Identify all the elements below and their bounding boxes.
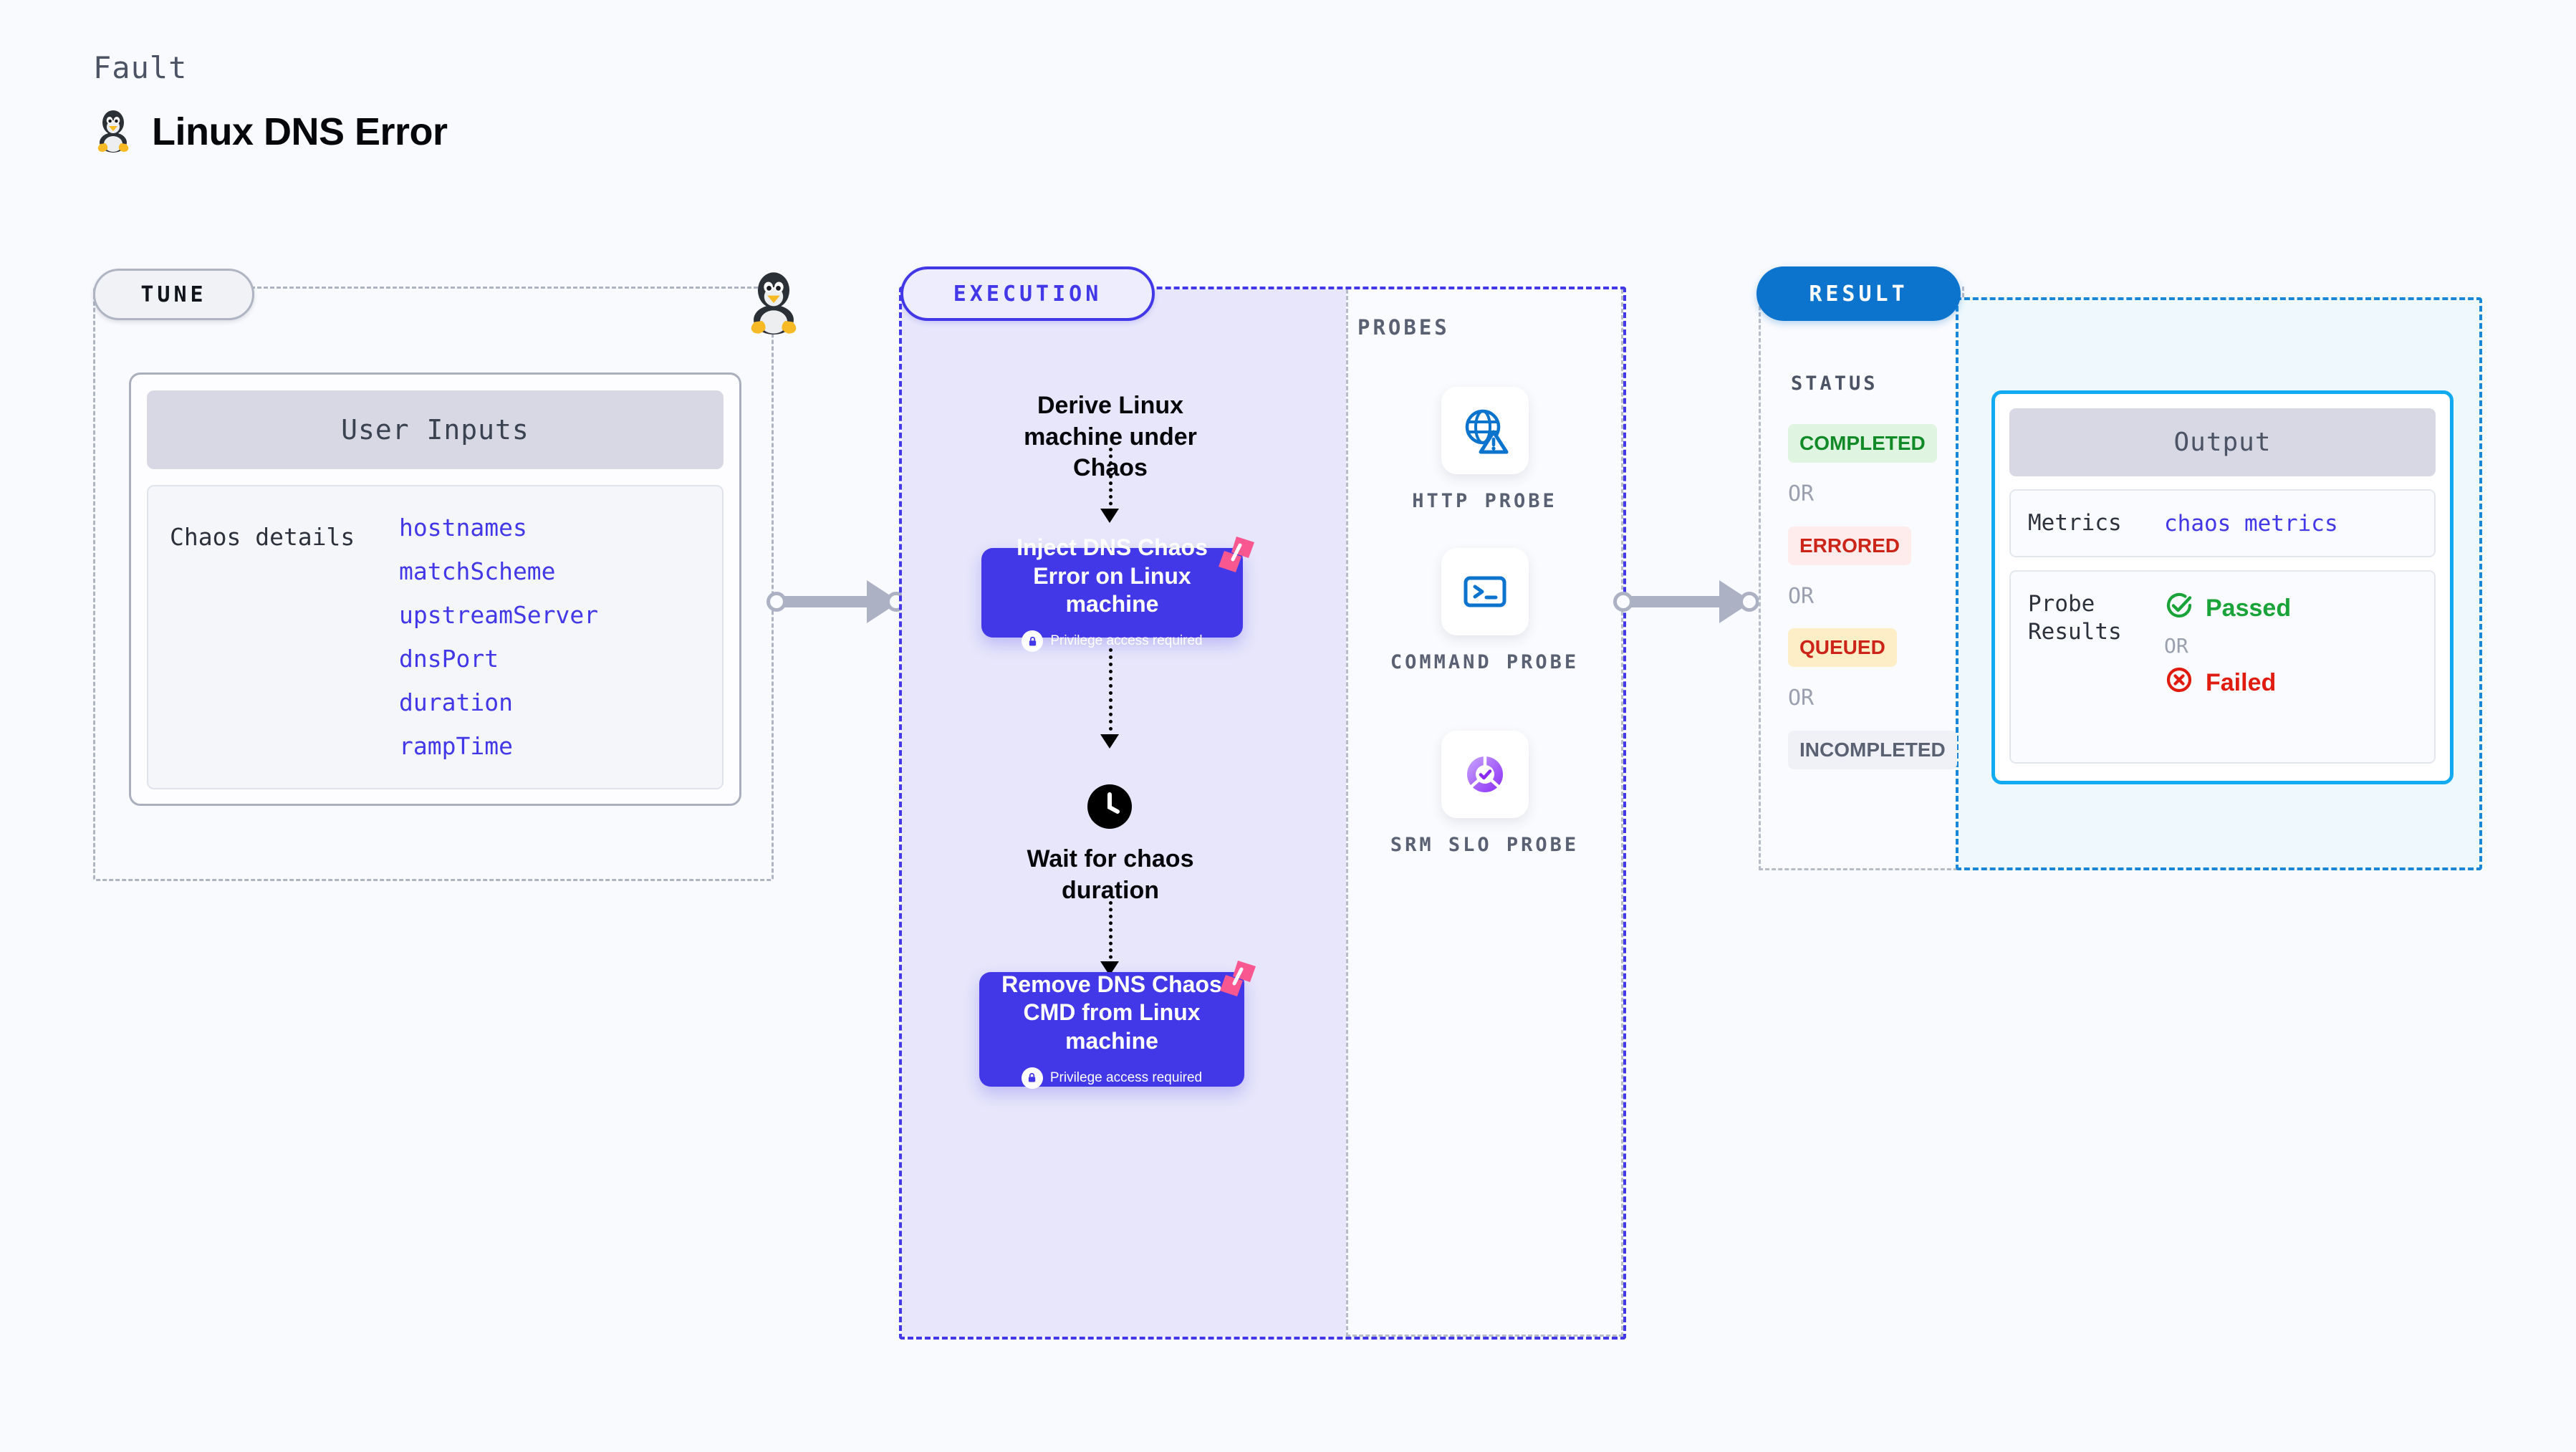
probe-result-passed-label: Passed [2206, 595, 2292, 622]
user-inputs-title: User Inputs [147, 390, 724, 469]
chaos-details-group: Chaos details hostnames matchScheme upst… [147, 485, 724, 789]
inject-dns-chaos-box[interactable]: Inject DNS Chaos Error on Linux machine … [981, 534, 1254, 653]
metrics-value[interactable]: chaos metrics [2164, 510, 2338, 537]
page-header: Fault Linux DNS Error [93, 50, 448, 158]
status-badge-completed: COMPLETED [1788, 424, 1937, 463]
chaos-parameter-list: hostnames matchScheme upstreamServer dns… [399, 514, 598, 761]
probe-http-label: HTTP PROBE [1412, 490, 1557, 512]
chaos-details-label: Chaos details [170, 523, 355, 551]
wait-duration-step: Wait for chaos duration [1027, 845, 1194, 904]
privilege-note-label: Privilege access required [1050, 633, 1203, 649]
privilege-note: Privilege access required [1022, 630, 1203, 653]
result-status-panel [1759, 287, 1964, 870]
chaos-parameter[interactable]: upstreamServer [399, 601, 599, 629]
status-section-title: STATUS [1791, 372, 1878, 395]
globe-warning-icon [1441, 387, 1529, 474]
slo-gauge-check-icon [1441, 731, 1529, 818]
fault-kicker: Fault [93, 50, 188, 85]
probe-result-passed: Passed [2164, 590, 2291, 627]
connector-inject-to-wait [1109, 648, 1112, 738]
chaos-parameter[interactable]: hostnames [399, 514, 527, 542]
wait-clock-icon [1087, 784, 1132, 832]
probe-result-failed: Failed [2164, 665, 2291, 701]
connector-wait-to-remove [1109, 901, 1112, 966]
output-card: Output Metrics chaos metrics Probe Resul… [1991, 390, 2454, 784]
chaos-parameter[interactable]: dnsPort [399, 645, 499, 673]
harness-badge-icon [1216, 956, 1260, 1001]
page-title-row: Linux DNS Error [93, 105, 448, 158]
lock-icon [1021, 1067, 1043, 1089]
probe-srm-slo-label: SRM SLO PROBE [1390, 834, 1580, 856]
inject-dns-chaos-label: Inject DNS Chaos Error on Linux machine [1017, 534, 1208, 617]
chaos-parameter[interactable]: matchScheme [399, 557, 556, 585]
status-badge-label: INCOMPLETED [1799, 739, 1946, 761]
execution-stage-pill[interactable]: EXECUTION [900, 266, 1155, 321]
privilege-note-label: Privilege access required [1049, 1069, 1203, 1085]
tune-stage-pill[interactable]: TUNE [93, 269, 254, 320]
tux-penguin-icon [738, 265, 809, 337]
probe-command[interactable]: COMMAND PROBE [1346, 548, 1623, 675]
page-title: Linux DNS Error [152, 110, 448, 153]
probe-result-failed-label: Failed [2206, 669, 2277, 696]
probe-http[interactable]: HTTP PROBE [1346, 387, 1623, 514]
status-badge-label: COMPLETED [1799, 432, 1926, 454]
remove-dns-chaos-label: Remove DNS Chaos CMD from Linux machine [1001, 971, 1222, 1054]
remove-dns-chaos-box[interactable]: Remove DNS Chaos CMD from Linux machine … [979, 961, 1256, 1089]
execution-panel [899, 287, 1626, 1340]
status-or-separator: OR [1788, 584, 1815, 609]
output-metrics-row: Metrics chaos metrics [2009, 489, 2436, 557]
status-or-separator: OR [1788, 481, 1815, 506]
probe-srm-slo[interactable]: SRM SLO PROBE [1346, 731, 1623, 858]
status-badge-label: ERRORED [1799, 534, 1900, 557]
tux-penguin-icon [93, 105, 133, 158]
terminal-icon [1441, 548, 1529, 635]
check-circle-icon [2164, 590, 2194, 627]
chaos-parameter[interactable]: duration [399, 688, 513, 716]
status-badge-errored: ERRORED [1788, 527, 1912, 565]
probe-command-label: COMMAND PROBE [1390, 651, 1580, 673]
probe-results-values: Passed OR Failed [2164, 590, 2291, 744]
user-inputs-card: User Inputs Chaos details hostnames matc… [129, 372, 741, 806]
connector-tune-to-execution [766, 580, 906, 623]
harness-badge-icon [1214, 532, 1259, 577]
arrow-head-icon [1100, 509, 1119, 523]
probe-results-key: Probe Results [2028, 591, 2122, 645]
arrow-head-icon [1100, 734, 1119, 749]
metrics-key: Metrics [2028, 510, 2122, 537]
privilege-note: Privilege access required [1021, 1067, 1203, 1089]
tune-panel [93, 287, 774, 881]
probes-section-title: PROBES [1357, 315, 1450, 340]
status-badge-queued: QUEUED [1788, 628, 1897, 667]
connector-execution-to-result [1613, 580, 1771, 623]
lock-icon [1022, 630, 1044, 653]
output-probe-results-row: Probe Results Passed OR [2009, 570, 2436, 764]
x-circle-icon [2164, 665, 2194, 701]
status-or-separator: OR [1788, 686, 1815, 711]
result-stage-pill[interactable]: RESULT [1756, 266, 1961, 321]
chaos-parameter[interactable]: rampTime [399, 732, 513, 760]
output-card-title: Output [2009, 408, 2436, 476]
status-badge-label: QUEUED [1799, 636, 1885, 658]
connector-derive-to-inject [1109, 448, 1112, 512]
derive-machine-step: Derive Linux machine under Chaos [1024, 392, 1197, 482]
probe-result-or: OR [2164, 634, 2188, 658]
status-badge-incompleted: INCOMPLETED [1788, 731, 1957, 769]
